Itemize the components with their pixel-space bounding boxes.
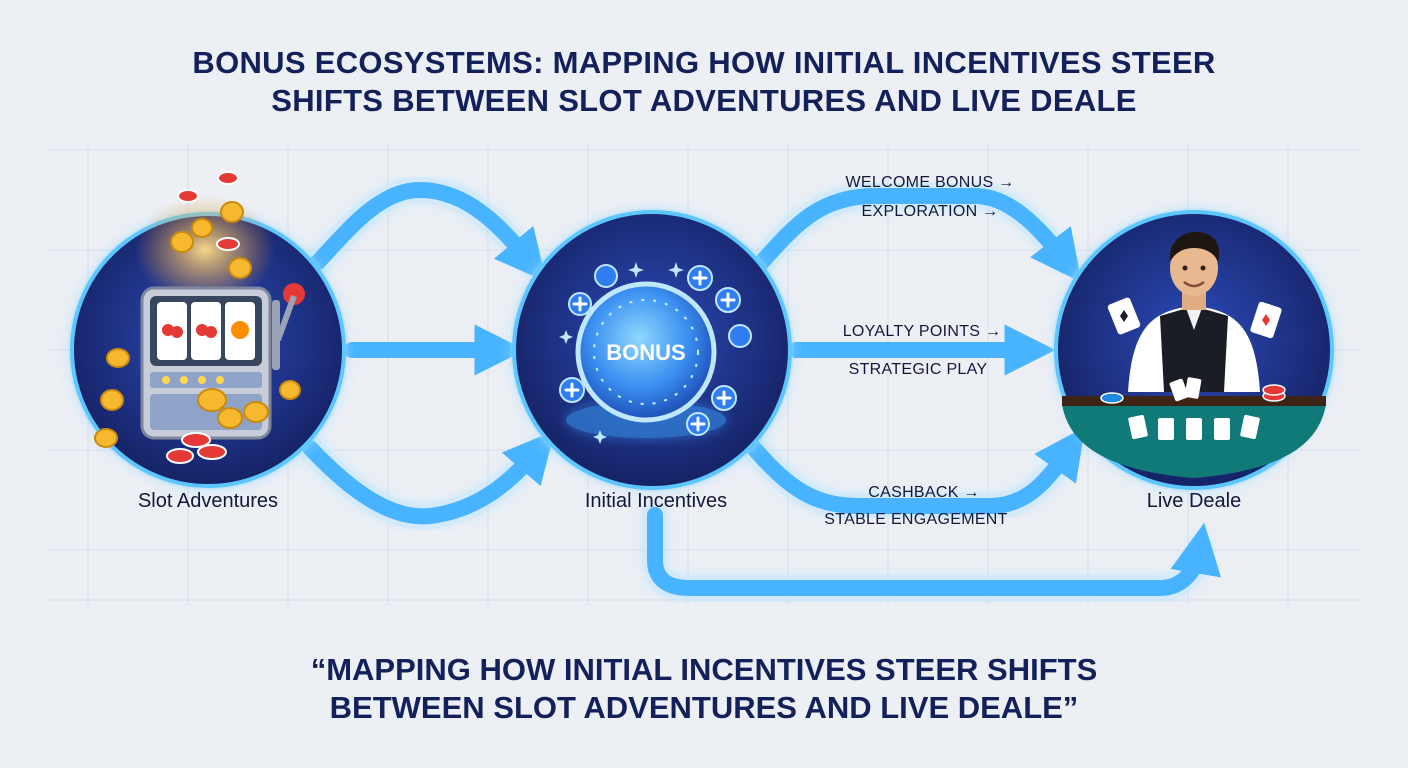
card-table-icon	[1062, 377, 1326, 478]
node-label-slot-adventures: Slot Adventures	[137, 490, 279, 512]
arrow-slots-to-incentives-bottom	[297, 430, 555, 530]
edge-label-welcome-line-1: WELCOME BONUS →	[845, 174, 1015, 191]
arrow-slots-to-incentives-top	[305, 177, 547, 282]
node-live-deale	[1052, 208, 1336, 492]
page-title-line-1: BONUS ECOSYSTEMS: MAPPING HOW INITIAL IN…	[192, 45, 1216, 80]
edge-label-loyalty-line-1: LOYALTY POINTS →	[842, 323, 1002, 340]
plus-signs	[564, 270, 736, 432]
edge-label-cashback-line-1: CASHBACK →	[868, 484, 980, 501]
poker-chips-icon	[166, 171, 240, 464]
floating-cards-icon	[1107, 297, 1282, 339]
arrow-cashback	[739, 427, 1085, 519]
arrow-incentives-to-dealer-bottom	[642, 502, 1222, 601]
node-label-live-deale: Live Deale	[1146, 490, 1242, 512]
gold-coins-icon	[94, 201, 301, 448]
dealer-icon	[1128, 232, 1260, 392]
edge-label-welcome-line-2: EXPLORATION →	[861, 203, 999, 220]
bonus-coin-icon: BONUS	[575, 281, 717, 423]
quote-line-2: BETWEEN SLOT ADVENTURES AND LIVE DEALE”	[329, 690, 1079, 725]
plus-icon-group	[559, 264, 752, 436]
sparkle-icon-group	[559, 262, 684, 444]
arrow-welcome-bonus	[749, 183, 1082, 283]
node-slot-adventures	[68, 171, 348, 490]
quote-line-1: “MAPPING HOW INITIAL INCENTIVES STEER SH…	[310, 652, 1098, 687]
node-label-initial-incentives: Initial Incentives	[584, 490, 728, 512]
edge-label-loyalty-line-2: STRATEGIC PLAY	[848, 361, 988, 378]
bonus-coin-text: BONUS	[606, 340, 685, 365]
page-title-line-2: SHIFTS BETWEEN SLOT ADVENTURES AND LIVE …	[271, 83, 1137, 118]
edge-label-cashback-line-2: STABLE ENGAGEMENT	[824, 511, 1008, 528]
node-initial-incentives: BONUS	[510, 208, 794, 492]
